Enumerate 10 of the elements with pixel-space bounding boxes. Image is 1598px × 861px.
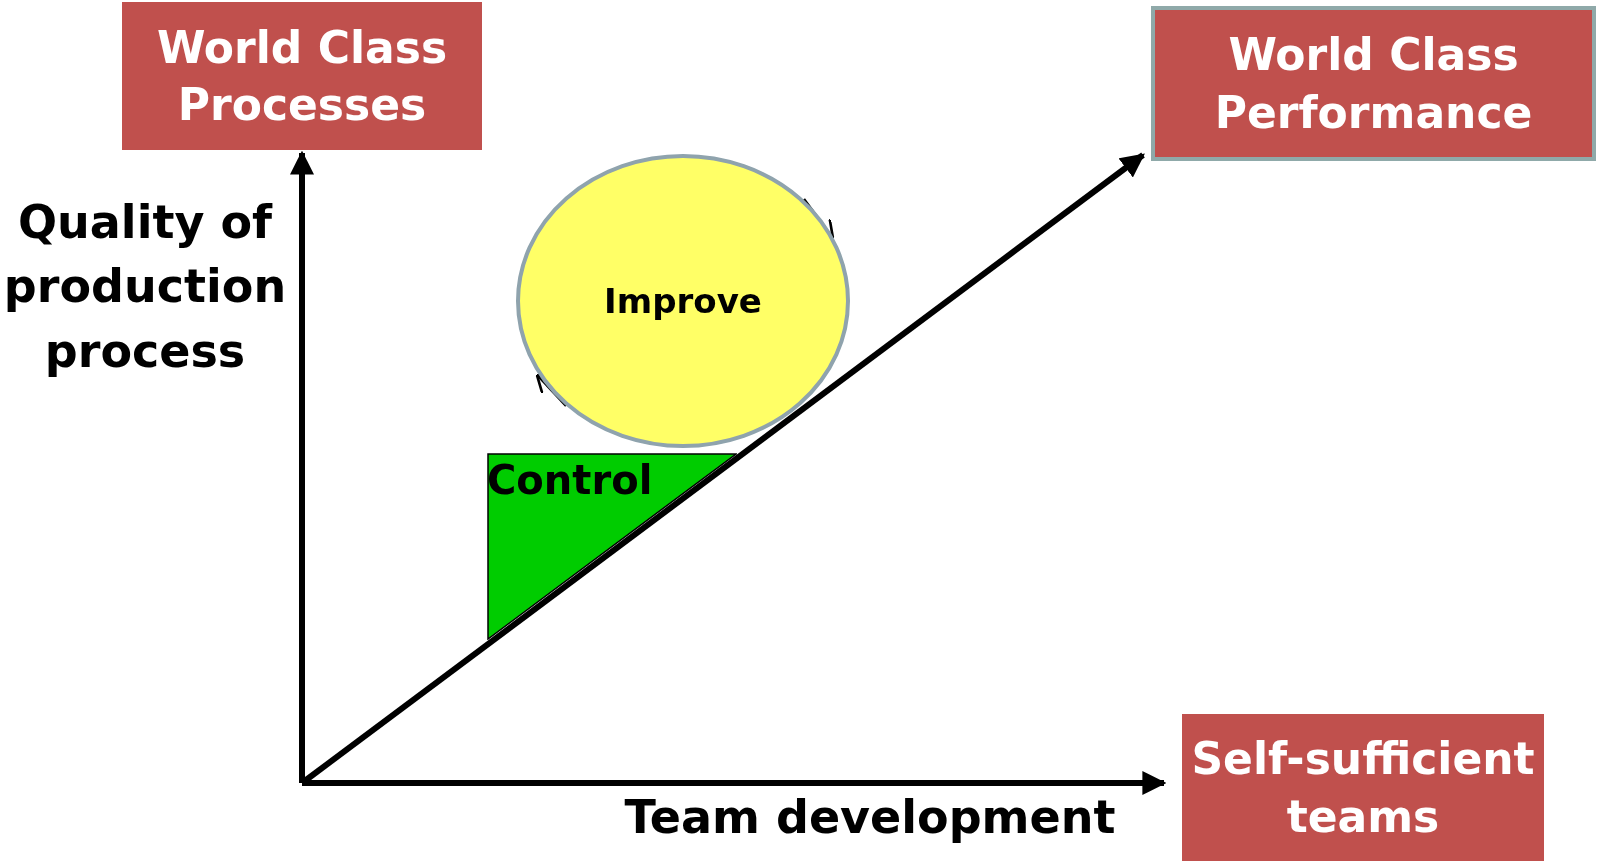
title-box: Self-sufficient teams [1182, 714, 1544, 861]
arrow [300, 152, 1145, 786]
axis-label: Team development [623, 789, 1117, 846]
axis-label: Quality of production process [2, 194, 288, 380]
triangle-label: Control [487, 457, 653, 503]
title-box: World Class Processes [122, 2, 482, 150]
arrow [290, 150, 314, 783]
arrow [302, 771, 1167, 795]
title-box: World Class Performance [1151, 6, 1596, 161]
circle-label: Improve [604, 281, 762, 321]
